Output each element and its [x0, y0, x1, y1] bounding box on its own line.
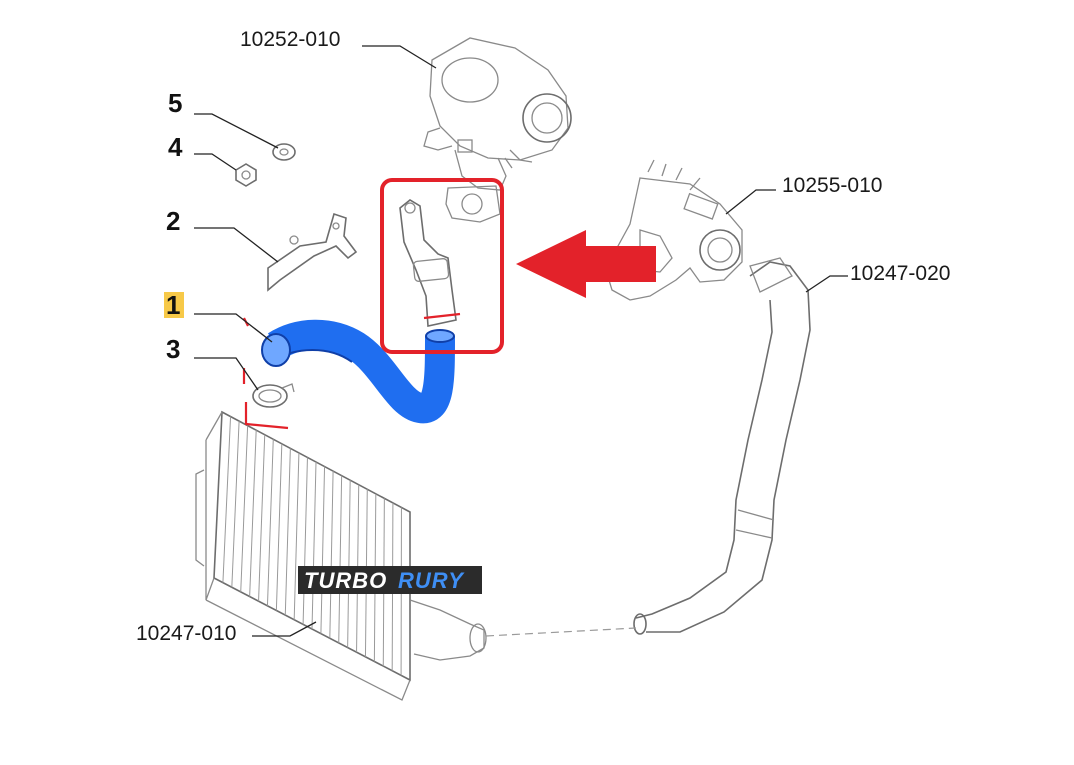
red-arrow: [516, 230, 656, 298]
turbo-outlet-flange: [445, 185, 501, 223]
connection-dashed-line: [485, 627, 637, 637]
intercooler-fin-line: [249, 430, 257, 597]
intercooler-fin-line: [284, 448, 291, 616]
label-intercooler-10247-010: 10247-010: [136, 622, 236, 645]
item-number-1: 1: [166, 290, 180, 320]
highlighted-turbo-pipe: [399, 199, 457, 327]
label-pipe-10247-020: 10247-020: [850, 262, 950, 285]
item-number-4: 4: [168, 132, 183, 162]
item-number-2: 2: [166, 206, 180, 236]
nut-part-4: [235, 163, 257, 187]
label-manifold-10255-010: 10255-010: [782, 174, 882, 197]
item-number-3: 3: [166, 334, 180, 364]
intercooler-fin-line: [293, 452, 300, 620]
intercooler-fin-line: [275, 443, 283, 611]
intercooler-fin-line: [266, 439, 274, 606]
blue-hose: [267, 319, 455, 424]
intercooler-fin-line: [338, 475, 343, 643]
intercooler-fin-line: [347, 480, 351, 648]
intercooler: [195, 410, 487, 701]
intercooler-fin-line: [231, 421, 240, 588]
intercooler-fin-line: [320, 466, 326, 634]
item-number-1-highlight: [164, 292, 184, 318]
intercooler-fins: [222, 416, 402, 676]
intercooler-fin-line: [258, 434, 266, 602]
hose-end-right: [425, 329, 455, 343]
intercooler-fin-line: [329, 471, 334, 639]
label-turbo-10252-010: 10252-010: [240, 28, 340, 51]
logo-text-rury: RURY: [398, 568, 465, 593]
intake-pipe: [633, 257, 811, 635]
logo-text-turbo: TURBO: [304, 568, 387, 593]
intercooler-fin-line: [222, 416, 232, 583]
clamp-part-3: [252, 383, 295, 408]
item-number-5: 5: [168, 88, 182, 118]
leader-lines: [194, 45, 848, 637]
intercooler-fin-line: [311, 461, 317, 630]
intercooler-hose-part-1: [261, 319, 455, 424]
intercooler-fin-line: [240, 425, 249, 592]
intercooler-fin-line: [302, 457, 308, 625]
turborury-logo: TURBO RURY: [298, 566, 482, 594]
washer-part-5: [272, 143, 296, 161]
turbocharger: [423, 37, 572, 191]
highlight-box: [380, 178, 504, 354]
hose-end-left: [261, 333, 291, 367]
bracket-part-2: [267, 212, 358, 292]
